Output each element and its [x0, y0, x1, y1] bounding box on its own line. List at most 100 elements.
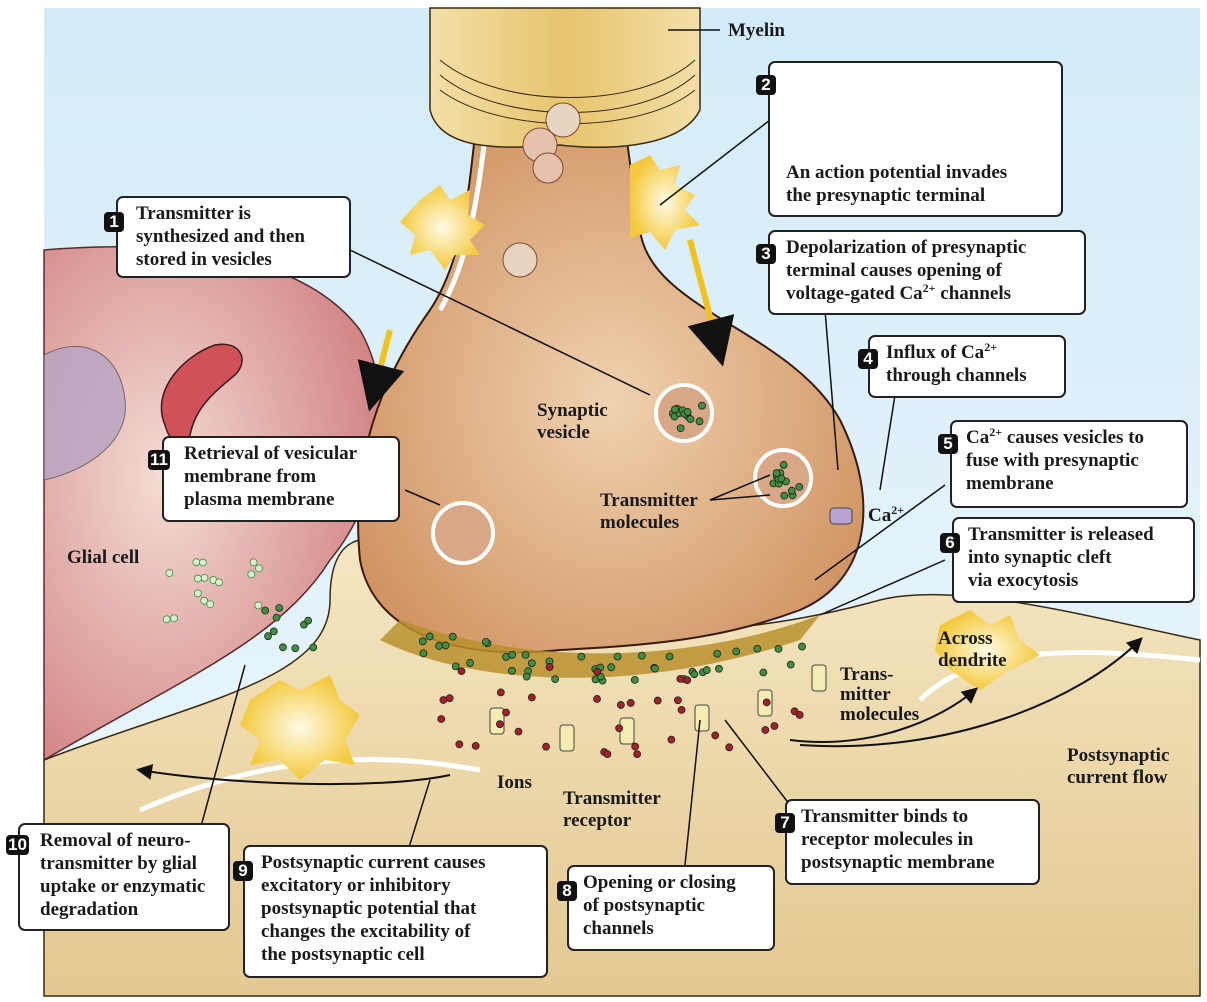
- transmitter-molecule: [671, 405, 679, 414]
- transmitter-molecule: [695, 417, 704, 426]
- depolarization-arrow-right: [687, 239, 735, 367]
- molecule-dots: [162, 401, 806, 759]
- ion: [495, 720, 504, 729]
- step-4-text-a: Influx of Ca: [886, 342, 985, 363]
- step-10-text: Removal of neuro- transmitter by glial u…: [40, 830, 206, 920]
- current-flow-arrow-right: [799, 637, 1143, 748]
- transmitter-molecule: [759, 668, 768, 677]
- ion: [603, 750, 612, 759]
- transmitter-molecule: [418, 637, 427, 646]
- ion: [711, 731, 720, 740]
- transmitter-molecule: [732, 647, 741, 656]
- step-1-badge: 1: [104, 212, 124, 232]
- degraded-transmitter-molecule: [206, 600, 215, 609]
- step-4-superscript: 2+: [984, 340, 998, 354]
- transmitter-molecule: [309, 643, 318, 652]
- transmitter-molecule: [508, 650, 517, 659]
- step-6-badge: 6: [940, 533, 960, 553]
- step-6-callout: 6 Transmitter is released into synaptic …: [940, 517, 1195, 603]
- degraded-transmitter-molecule: [170, 614, 178, 623]
- label-transmitter-molecules-vesicle: Transmitter molecules: [600, 490, 698, 533]
- step-11-callout: 11 Retrieval of vesicular membrane from …: [148, 436, 400, 522]
- transmitter-molecule: [448, 632, 457, 641]
- transmitter-molecule: [774, 644, 783, 653]
- label-transmitter-receptor: Transmitter receptor: [563, 788, 661, 831]
- ion: [439, 696, 448, 704]
- ion: [673, 696, 682, 705]
- step-3-badge: 3: [756, 244, 776, 264]
- ion: [653, 696, 662, 705]
- degraded-transmitter-molecule: [215, 578, 223, 587]
- transmitter-molecule: [780, 491, 789, 500]
- transmitter-molecule: [715, 664, 723, 673]
- postsynaptic-burst-left: [240, 675, 360, 780]
- transmitter-molecule: [772, 469, 781, 478]
- step-4-text: Influx of Ca2+ through channels: [886, 341, 1056, 387]
- transmitter-molecule: [798, 642, 806, 651]
- transmitter-molecule: [630, 676, 639, 684]
- transmitter-molecule: [435, 642, 443, 650]
- step-11-text: Retrieval of vesicular membrane from pla…: [184, 443, 358, 510]
- ion: [593, 667, 602, 676]
- step-3-callout: 3 Depolarization of presynaptic terminal…: [756, 230, 1086, 315]
- step-9-callout: 9 Postsynaptic current causes excitatory…: [233, 845, 548, 978]
- transmitter-molecule: [261, 606, 270, 615]
- depolarization-arrow-left: [357, 329, 405, 412]
- ion: [761, 726, 770, 734]
- transmitter-molecule: [690, 670, 699, 679]
- transmitter-molecule: [441, 641, 450, 650]
- label-myelin: Myelin: [728, 20, 785, 41]
- ion: [626, 699, 635, 707]
- transmitter-molecule: [713, 649, 722, 658]
- ion: [616, 701, 625, 709]
- step-2-text: An action potential invades the presynap…: [786, 162, 1008, 206]
- ion: [457, 667, 466, 676]
- synaptic-cleft: [380, 615, 820, 678]
- ion: [437, 715, 446, 723]
- step-11-badge: 11: [148, 450, 170, 470]
- transmitter-molecule: [419, 649, 428, 658]
- glial-nucleus: [43, 346, 126, 481]
- ca-charge: 2+: [891, 503, 905, 517]
- degraded-transmitter-molecule: [249, 558, 258, 567]
- ion: [542, 742, 550, 751]
- transmitter-molecule: [264, 632, 272, 641]
- ion: [790, 707, 799, 716]
- degraded-transmitter-molecule: [247, 570, 256, 579]
- step-8-callout: 8 Opening or closing of postsynaptic cha…: [557, 865, 775, 951]
- transmitter-molecule: [527, 659, 536, 668]
- ion: [514, 727, 523, 736]
- ion: [593, 695, 601, 703]
- ion: [527, 693, 536, 702]
- label-synaptic-vesicle: Synaptic vesicle: [537, 400, 608, 443]
- degraded-transmitter-molecule: [199, 558, 207, 567]
- step-8-text: Opening or closing of postsynaptic chann…: [583, 872, 736, 939]
- ion: [496, 688, 505, 697]
- current-flow-arrow-left: [136, 764, 451, 786]
- degraded-transmitter-molecule: [165, 569, 174, 577]
- action-potential-burst-right: [630, 155, 700, 250]
- degraded-transmitter-molecule: [255, 564, 263, 573]
- ion: [676, 674, 685, 683]
- ion: [545, 663, 554, 671]
- label-across-dendrite: Across dendrite: [938, 628, 1007, 671]
- transmitter-molecule: [683, 408, 692, 416]
- transmitter-molecule: [637, 651, 646, 660]
- step-9-text: Postsynaptic current causes excitatory o…: [261, 852, 486, 965]
- transmitter-molecule: [269, 627, 278, 636]
- label-postsynaptic-current-flow: Postsynaptic current flow: [1067, 745, 1170, 788]
- step-5-callout: 5 Ca2+ causes vesicles to fuse with pres…: [938, 420, 1188, 508]
- current-flow-arrow-dendrite: [789, 687, 979, 743]
- step-5-superscript: 2+: [989, 425, 1003, 439]
- transmitter-molecule: [753, 644, 762, 653]
- label-glial-cell: Glial cell: [67, 547, 140, 568]
- ca-symbol: Ca: [868, 505, 892, 526]
- step-3-text: Depolarization of presynaptic terminal c…: [786, 236, 1076, 305]
- transmitter-receptors: [489, 664, 827, 752]
- step-1-text: Transmitter is synthesized and then stor…: [136, 203, 305, 270]
- step-7-badge: 7: [775, 813, 795, 833]
- myelin-sheath: [429, 7, 701, 148]
- step-6-text: Transmitter is released into synaptic cl…: [968, 524, 1154, 591]
- transmitter-molecule: [304, 616, 313, 625]
- ion: [677, 705, 686, 714]
